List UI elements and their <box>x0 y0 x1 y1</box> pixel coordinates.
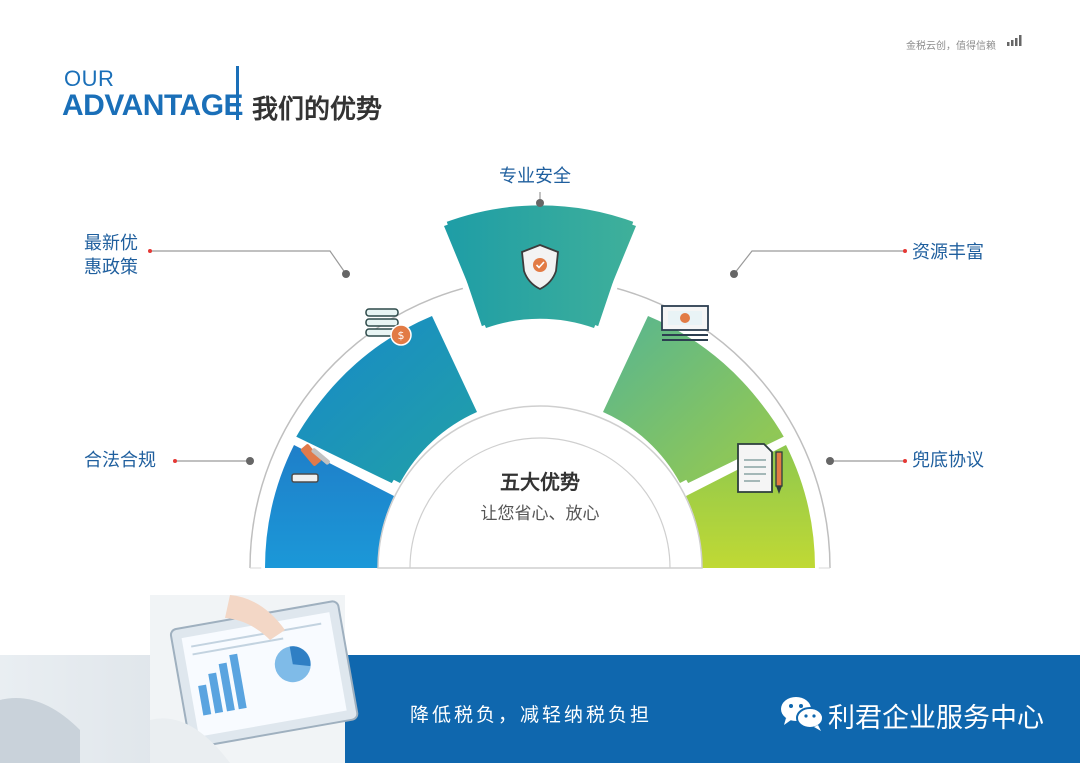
tagline: 金税云创，值得信赖 <box>906 41 996 52</box>
label-policy-line1: 最新优 <box>84 233 138 254</box>
coins-icon: $ <box>365 308 412 346</box>
money-icon <box>661 305 709 341</box>
heading-advantage: ADVANTAGE <box>62 89 244 122</box>
heading-divider <box>236 66 239 120</box>
svg-text:$: $ <box>398 329 405 342</box>
gavel-icon <box>291 444 330 483</box>
footer-brand: 利君企业服务中心 <box>828 703 1044 734</box>
label-resources: 资源丰富 <box>912 242 984 263</box>
center-title: 五大优势 <box>500 470 580 494</box>
document-icon <box>737 443 783 494</box>
wechat-icon <box>781 697 824 731</box>
center-subtitle: 让您省心、放心 <box>480 504 600 524</box>
shield-icon <box>521 244 559 291</box>
heading-our: OUR <box>64 66 115 91</box>
label-agreement: 兜底协议 <box>912 450 984 471</box>
footer-slogan: 降低税负，减轻纳税负担 <box>410 704 653 726</box>
label-security: 专业安全 <box>499 166 571 187</box>
label-policy-line2: 惠政策 <box>84 257 138 278</box>
signal-bars-icon <box>1007 35 1022 46</box>
page-title: 我们的优势 <box>252 95 383 125</box>
tablet-chart-photo <box>0 595 359 763</box>
label-legal: 合法合规 <box>84 450 156 471</box>
